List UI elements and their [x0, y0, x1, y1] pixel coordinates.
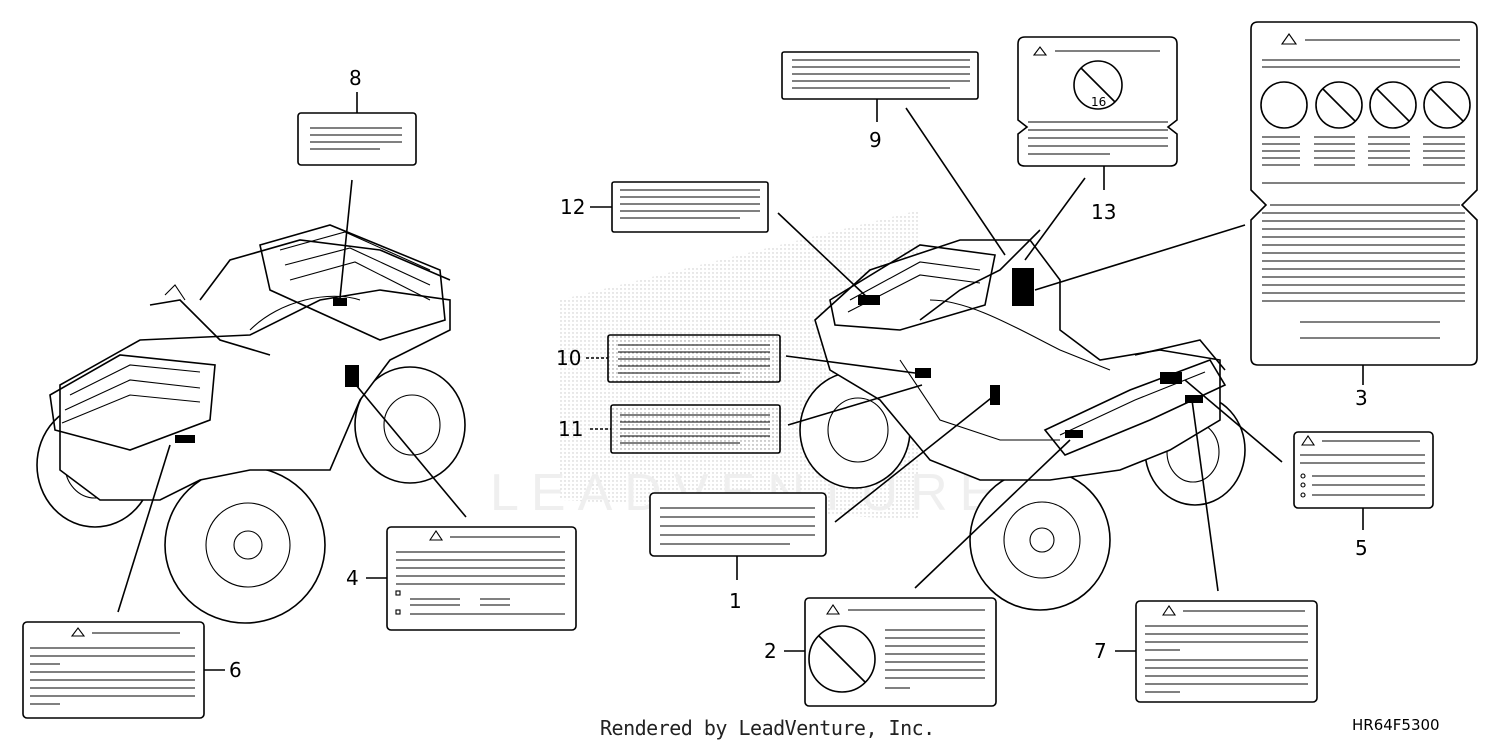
label-1: [649, 394, 996, 580]
diagram-code: HR64F5300: [1352, 716, 1440, 734]
footer-credit: Rendered by LeadVenture, Inc.: [600, 716, 935, 740]
callout-4: 4: [346, 566, 359, 590]
label-8-location: [333, 298, 347, 306]
label-8: [297, 92, 417, 299]
label-2: [784, 439, 1071, 707]
callout-13: 13: [1091, 200, 1116, 224]
label-2-location: [1065, 430, 1083, 438]
label-5-location: [1160, 372, 1182, 384]
label-7-location: [1185, 395, 1203, 403]
label-3-location: [1012, 268, 1034, 306]
callout-2: 2: [764, 639, 777, 663]
label-10: [586, 334, 916, 383]
atv-left-illustration: [36, 224, 466, 624]
label-10-location: [915, 368, 931, 378]
callout-8: 8: [349, 66, 362, 90]
callout-1: 1: [729, 589, 742, 613]
label-11: [590, 384, 923, 454]
callout-12: 12: [560, 195, 585, 219]
label-12: [590, 181, 871, 301]
label-4: [355, 384, 577, 631]
label-3: [1034, 21, 1478, 385]
label-6: [22, 444, 225, 719]
label-9: [781, 51, 1006, 256]
label-6-location: [175, 435, 195, 443]
label-7: [1115, 399, 1318, 703]
label-4-location: [345, 365, 359, 387]
label-13: 16: [1017, 36, 1178, 261]
callout-9: 9: [869, 128, 882, 152]
callout-10: 10: [556, 346, 581, 370]
no-passenger-icon: [808, 625, 876, 693]
atv-right-illustration: [799, 229, 1246, 611]
callout-11: 11: [558, 417, 583, 441]
callout-3: 3: [1355, 386, 1368, 410]
callout-7: 7: [1094, 639, 1107, 663]
label-5: [1184, 379, 1434, 530]
age-warning-icon: 16: [1091, 95, 1106, 109]
callout-6: 6: [229, 658, 242, 682]
callout-5: 5: [1355, 536, 1368, 560]
